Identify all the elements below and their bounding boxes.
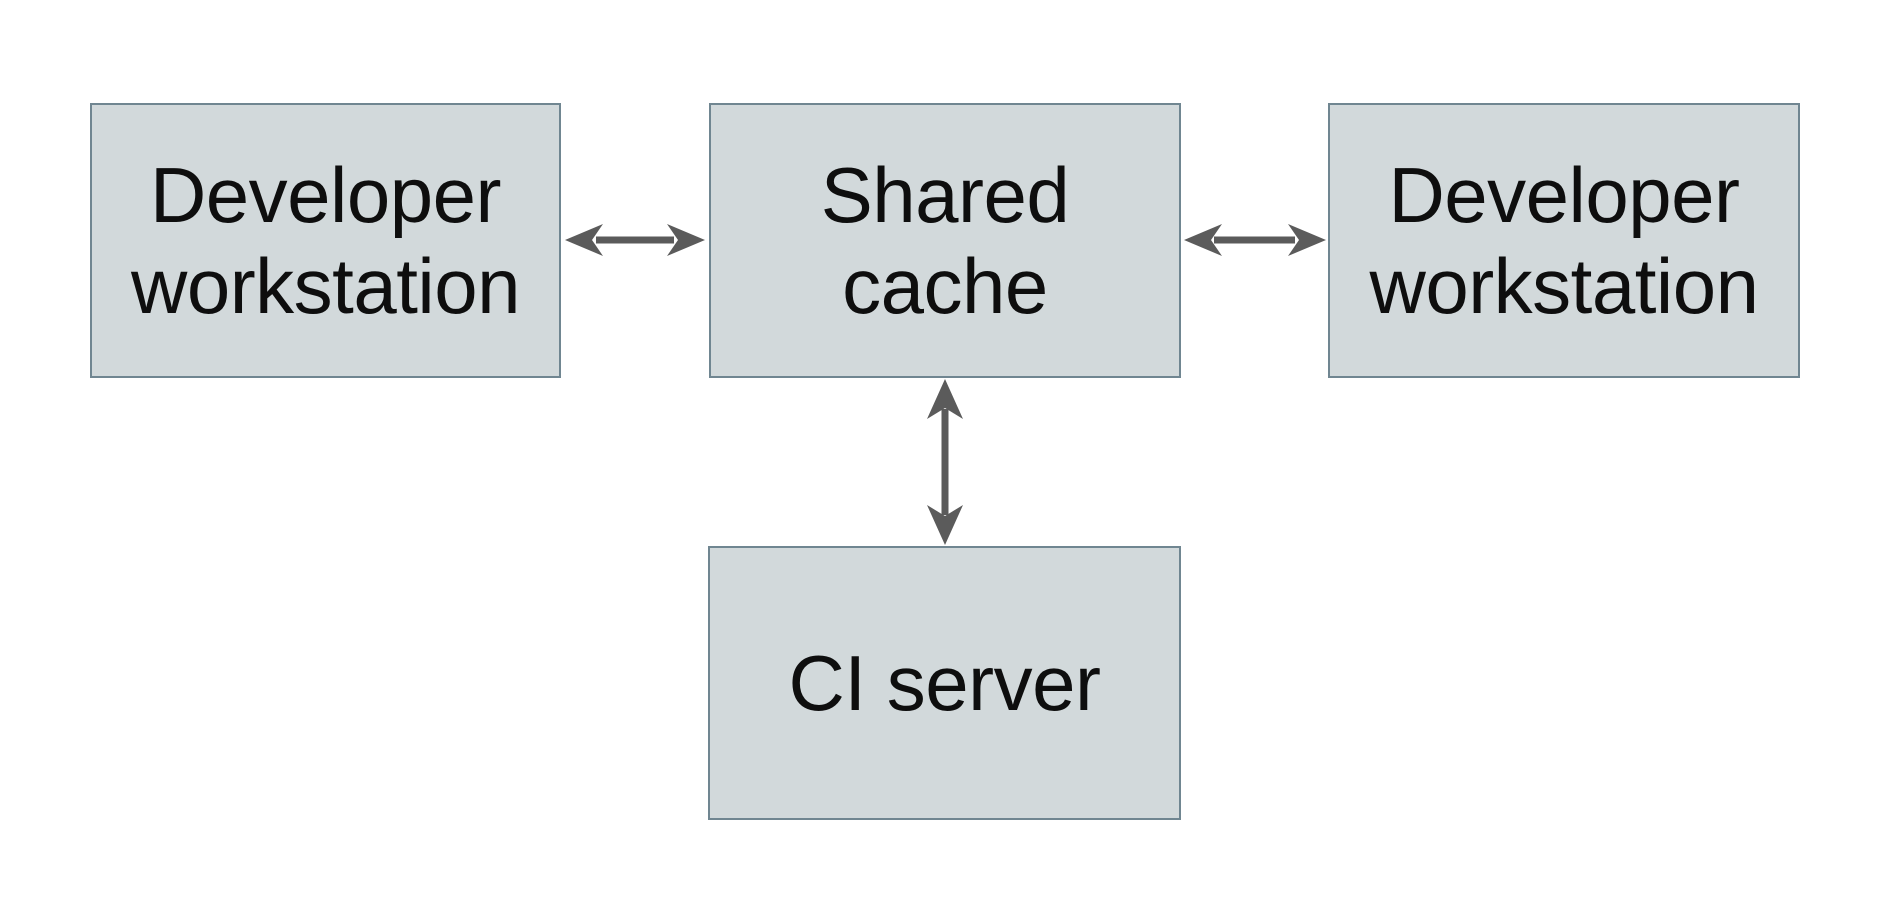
arrowhead-down-icon (927, 505, 963, 545)
node-label: Developer workstation (131, 150, 521, 330)
node-shared-cache: Shared cache (709, 103, 1181, 378)
node-label: CI server (788, 638, 1101, 727)
node-developer-workstation-left: Developer workstation (90, 103, 561, 378)
edge-devleft-cache-double-arrow (565, 224, 705, 256)
arrowhead-right-icon (1288, 224, 1326, 256)
node-label: Shared cache (820, 150, 1070, 330)
arrowhead-left-icon (565, 224, 603, 256)
edge-cache-devright-double-arrow (1184, 224, 1326, 256)
edge-cache-ciserver-double-arrow (927, 379, 963, 545)
node-developer-workstation-right: Developer workstation (1328, 103, 1800, 378)
node-ci-server: CI server (708, 546, 1181, 820)
arrowhead-left-icon (1184, 224, 1222, 256)
arrowhead-right-icon (667, 224, 705, 256)
node-label: Developer workstation (1369, 150, 1760, 330)
arrowhead-up-icon (927, 379, 963, 419)
